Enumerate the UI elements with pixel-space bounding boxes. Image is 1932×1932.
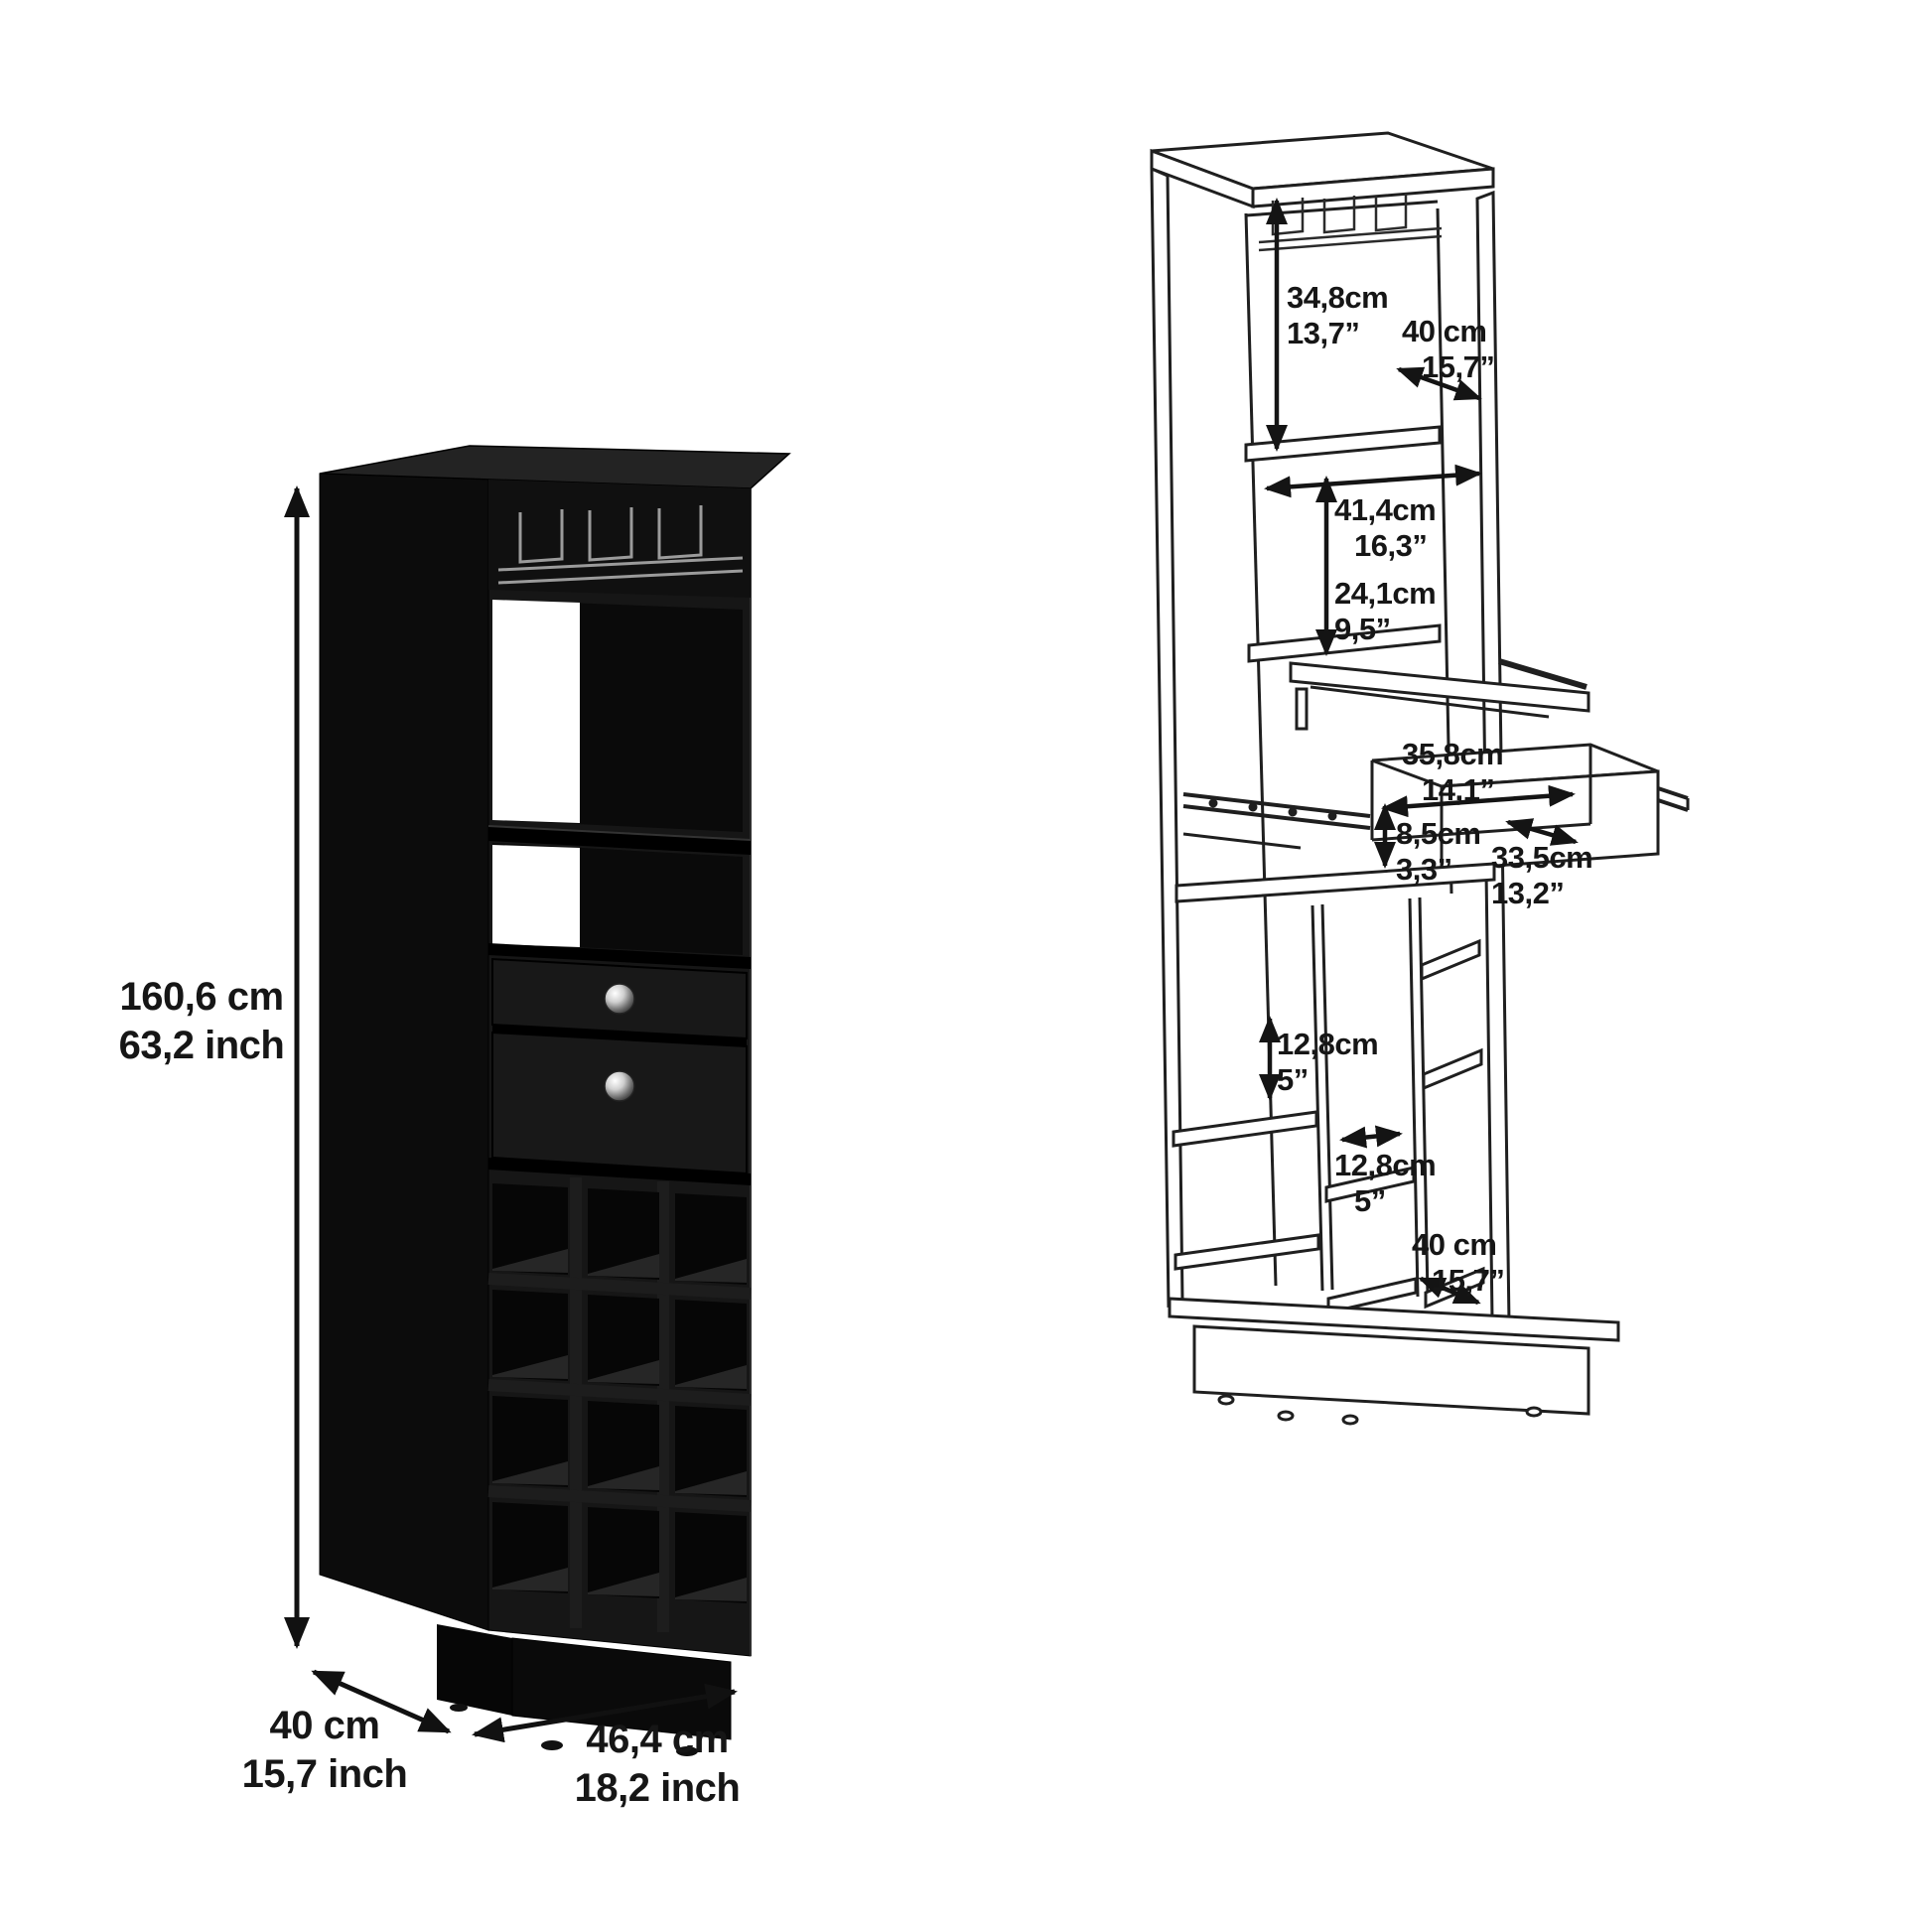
width-cm-text: 46,4 cm bbox=[586, 1718, 729, 1761]
drawer-top-board bbox=[488, 943, 751, 969]
cubby-top-board bbox=[488, 1158, 751, 1185]
drawer-gap bbox=[492, 1025, 747, 1046]
cubby-width-arrow bbox=[1339, 1125, 1403, 1149]
plinth-front bbox=[1192, 1324, 1590, 1416]
cabinet-side-panel bbox=[319, 473, 489, 1631]
cubby-height-inch: 5” bbox=[1277, 1062, 1309, 1097]
depth-dimension-label: 40 cm 15,7 inch bbox=[225, 1702, 424, 1799]
drawer-width-cm: 35,8cm bbox=[1402, 737, 1504, 771]
rack-height-cm: 34,8cm bbox=[1287, 280, 1389, 315]
width-dimension-label: 46,4 cm 18,2 inch bbox=[558, 1716, 757, 1813]
bottom-depth-label: 40 cm 15,7” bbox=[1412, 1227, 1505, 1299]
cubby-height-cm: 12,8cm bbox=[1277, 1027, 1379, 1061]
interior-width-label: 41,4cm 16,3” bbox=[1334, 492, 1437, 564]
drawer-depth-inch: 13,2” bbox=[1491, 876, 1565, 910]
height-inch-text: 63,2 inch bbox=[118, 1024, 285, 1067]
stemware-rack bbox=[497, 505, 744, 585]
pullout-tray bbox=[1289, 658, 1590, 731]
dimension-arrows-left-figure bbox=[284, 485, 738, 1743]
drawer-depth-label: 33,5cm 13,2” bbox=[1491, 840, 1593, 911]
rack-height-inch: 13,7” bbox=[1287, 316, 1360, 350]
bottom-depth-arrow bbox=[1418, 1276, 1481, 1306]
plinth-side bbox=[437, 1624, 512, 1716]
top-depth-arrow bbox=[1396, 366, 1482, 401]
cubby-shelf-highlights bbox=[492, 1249, 747, 1601]
interior-width-inch: 16,3” bbox=[1354, 528, 1428, 563]
drawer-2 bbox=[491, 1031, 748, 1175]
cabinet-body bbox=[319, 445, 791, 1756]
wireframe-feet bbox=[1217, 1394, 1543, 1426]
drawer-1-knob bbox=[604, 983, 635, 1015]
drawer-height-inch: 3,3” bbox=[1396, 852, 1452, 887]
top-depth-label: 40 cm 15,7” bbox=[1402, 314, 1495, 385]
shelf-height-label: 24,1cm 9,5” bbox=[1334, 576, 1437, 647]
open-shelf-2-backlight bbox=[492, 845, 580, 947]
open-shelf-1-backlight bbox=[492, 600, 580, 823]
middle-shelf bbox=[488, 826, 751, 855]
width-inch-text: 18,2 inch bbox=[574, 1766, 741, 1810]
depth-cm-text: 40 cm bbox=[269, 1704, 380, 1747]
foot bbox=[450, 1704, 468, 1712]
bottom-board bbox=[1168, 1297, 1620, 1342]
drawer-height-label: 8,5cm 3,3” bbox=[1396, 816, 1481, 888]
cubby-width-label: 12,8cm 5” bbox=[1334, 1148, 1437, 1219]
top-depth-cm: 40 cm bbox=[1402, 314, 1487, 348]
shelf-2 bbox=[1247, 623, 1442, 663]
shelf-height-cm: 24,1cm bbox=[1334, 576, 1437, 611]
depth-inch-text: 15,7 inch bbox=[241, 1752, 408, 1796]
cubby-width-inch: 5” bbox=[1354, 1183, 1386, 1218]
rack-height-label: 34,8cm 13,7” bbox=[1287, 280, 1389, 351]
middle-shelf-edge bbox=[487, 825, 752, 841]
wine-cubby-grid bbox=[487, 1177, 752, 1632]
shelf-height-inch: 9,5” bbox=[1334, 612, 1391, 646]
shelf-1 bbox=[1244, 425, 1442, 463]
cabinet-wireframe-figure bbox=[1150, 131, 1690, 1426]
drawer-width-arrow bbox=[1381, 784, 1576, 818]
depth-arrow bbox=[311, 1669, 452, 1734]
top-depth-inch: 15,7” bbox=[1422, 349, 1495, 384]
drawer-width-inch: 14,1” bbox=[1422, 772, 1495, 807]
cubby-height-label: 12,8cm 5” bbox=[1277, 1027, 1379, 1098]
drawer-height-cm: 8,5cm bbox=[1396, 816, 1481, 851]
foot bbox=[541, 1740, 563, 1750]
bottom-depth-inch: 15,7” bbox=[1432, 1263, 1505, 1298]
dimension-arrows-right-figure bbox=[1259, 198, 1579, 1306]
drawer-width-label: 35,8cm 14,1” bbox=[1402, 737, 1504, 808]
drawer-depth-cm: 33,5cm bbox=[1491, 840, 1593, 875]
interior-width-cm: 41,4cm bbox=[1334, 492, 1437, 527]
width-arrow bbox=[472, 1683, 738, 1743]
cubby-width-cm: 12,8cm bbox=[1334, 1148, 1437, 1182]
height-dimension-label: 160,6 cm 63,2 inch bbox=[102, 973, 301, 1070]
interior-width-arrow bbox=[1264, 464, 1482, 498]
drawer-2-knob bbox=[604, 1070, 635, 1102]
foot bbox=[676, 1746, 698, 1756]
cabinet-render-figure bbox=[284, 445, 791, 1756]
cubby-top-board bbox=[1174, 862, 1496, 903]
bottom-depth-cm: 40 cm bbox=[1412, 1227, 1497, 1262]
height-cm-text: 160,6 cm bbox=[119, 975, 284, 1019]
top-slab-left-edge bbox=[1150, 148, 1255, 209]
interior-back-left-edge bbox=[1244, 212, 1278, 1287]
drawer-depth-arrow bbox=[1505, 818, 1579, 846]
